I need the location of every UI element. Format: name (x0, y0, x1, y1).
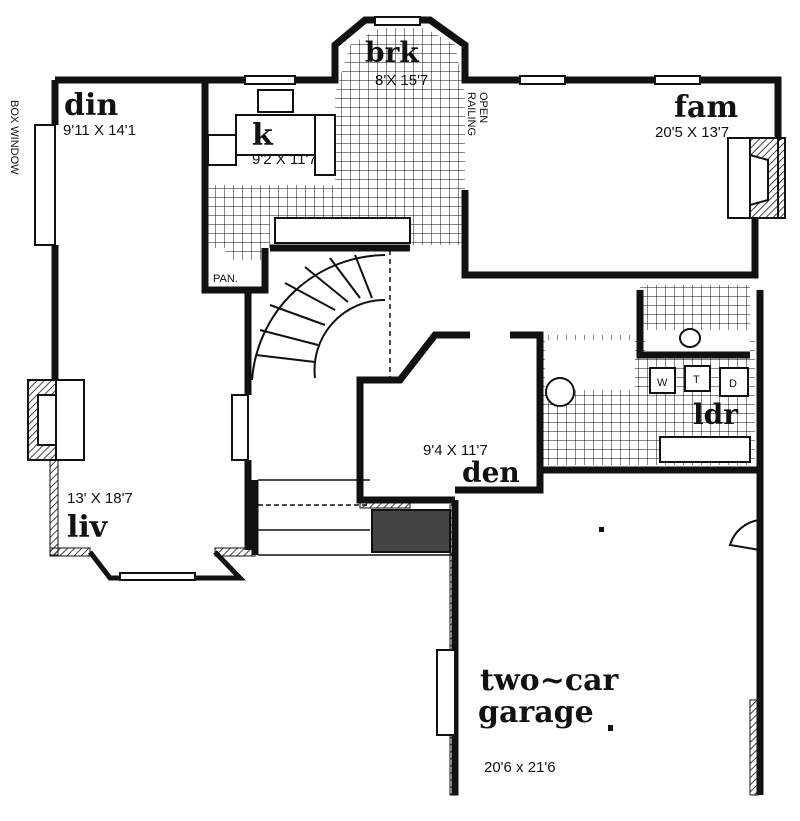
room-label-garage-line1: two~car (480, 663, 620, 698)
room-label-kitchen: k (252, 118, 274, 153)
room-size-kitchen: 9'2 X 11'7 (252, 151, 317, 168)
room-label-breakfast: brk (365, 36, 419, 69)
room-label-garage-line2: garage (478, 695, 594, 730)
box-window-label: BOX WINDOW (8, 100, 20, 175)
room-label-laundry: ldr (693, 398, 739, 431)
room-size-den: 9'4 X 11'7 (423, 442, 488, 459)
room-size-breakfast: 8'X 15'7 (375, 72, 428, 89)
open-railing-label-2: RAILING (465, 92, 477, 136)
laundry-appliances (545, 328, 751, 463)
room-label-family: fam (674, 90, 738, 125)
room-size-garage: 20'6 x 21'6 (484, 759, 556, 776)
washer-label: W (657, 377, 668, 389)
windows (231, 16, 701, 736)
fireplace-living (27, 379, 85, 461)
tub-label: T (693, 374, 700, 386)
room-size-living: 13' X 18'7 (67, 490, 133, 507)
bay-window-living (88, 550, 246, 581)
entry-steps (258, 479, 455, 556)
planter (371, 509, 451, 553)
curved-staircase (251, 254, 386, 381)
box-window (34, 124, 56, 246)
room-label-dining: din (64, 88, 118, 123)
open-railing-label-1: OPEN (477, 92, 489, 123)
tile-floor-bath (640, 285, 750, 330)
room-label-den: den (462, 456, 520, 489)
dryer-label: D (729, 378, 737, 390)
pantry-label: PAN. (213, 273, 238, 285)
kitchen-counters (207, 89, 411, 244)
room-label-living: liv (67, 510, 109, 545)
room-size-dining: 9'11 X 14'1 (63, 122, 136, 139)
fireplace-family (727, 137, 786, 219)
room-size-family: 20'5 X 13'7 (655, 124, 729, 141)
